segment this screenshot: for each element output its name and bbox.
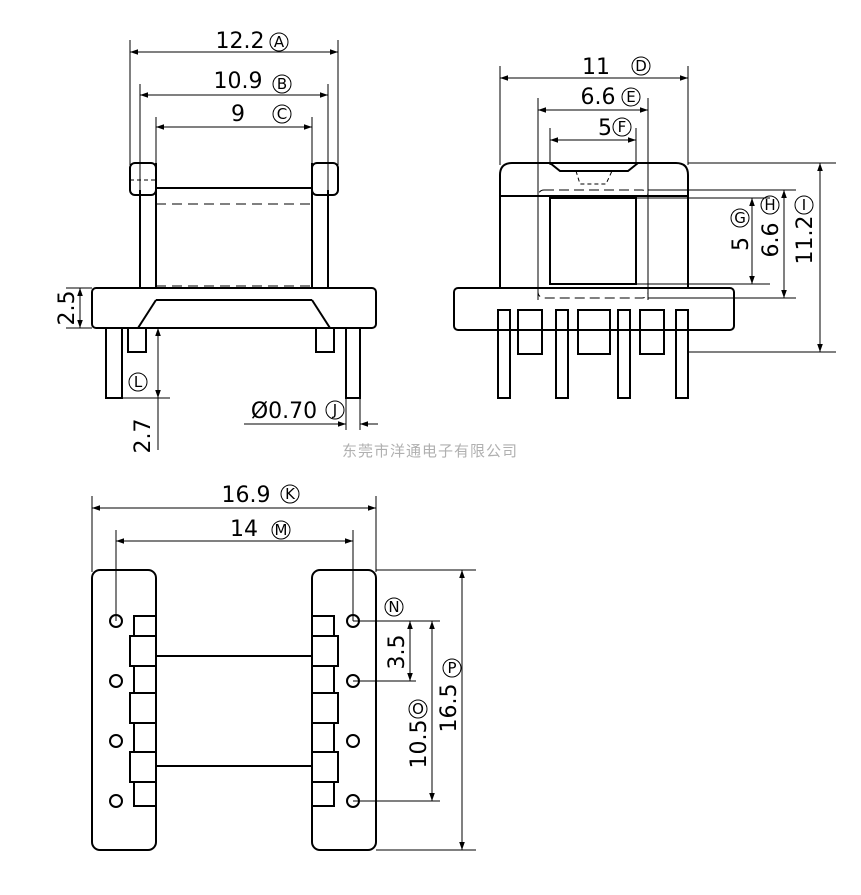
dim-D-value: 11 [582, 55, 610, 80]
dim-K: 16.9 K [91, 483, 377, 572]
dim-F-letter: F [618, 118, 627, 136]
dim-G-value: 5 [729, 237, 754, 251]
dim-G: G 5 [636, 197, 770, 285]
dim-E-value: 6.6 [581, 85, 616, 110]
dim-J: Ø0.70 J [244, 398, 378, 430]
dim-C-letter: C [277, 105, 287, 123]
dim-F-value: 5 [598, 116, 612, 141]
dim-J-letter: J [332, 401, 337, 419]
dim-C: 9 C [155, 102, 313, 165]
dim-D-letter: D [635, 57, 647, 75]
dim-H-value: 6.6 [759, 223, 784, 258]
dim-K-value: 16.9 [222, 483, 271, 508]
dim-L-value: 2.7 [131, 419, 156, 454]
bottom-view [91, 569, 377, 851]
dim-B-value: 10.9 [214, 69, 263, 94]
dim-I-value: 11.2 [793, 216, 818, 265]
side-view [453, 162, 735, 399]
dim-A: 12.2 A [129, 29, 339, 165]
dim-B-letter: B [277, 75, 287, 93]
dim-H: H 6.6 [648, 189, 796, 299]
dim-K-letter: K [285, 485, 296, 503]
dim-E-letter: E [626, 88, 635, 106]
dim-I: I 11.2 [688, 162, 836, 353]
dim-B: 10.9 B [139, 69, 329, 190]
dim-pitch: 3.5 [353, 620, 416, 682]
dim-E: 6.6 E [537, 85, 649, 300]
front-view [91, 162, 377, 399]
dim-N-letter: N [388, 598, 399, 616]
dim-base-height-value: 2.5 [55, 291, 80, 326]
dim-I-letter: I [802, 196, 806, 214]
dim-P-value: 16.5 [437, 684, 462, 733]
dim-P: P 16.5 [376, 569, 476, 851]
company-watermark: 东莞市洋通电子有限公司 [342, 442, 518, 460]
dim-L: L 2.7 [122, 327, 170, 454]
dim-O-letter: O [412, 700, 424, 718]
dim-pitch-value: 3.5 [385, 635, 410, 670]
dim-H-letter: H [764, 196, 775, 214]
dim-C-value: 9 [231, 102, 245, 127]
dim-P-letter: P [447, 659, 456, 677]
dim-D: 11 D [499, 55, 689, 165]
dim-N: N [384, 597, 404, 617]
dim-J-value: Ø0.70 [251, 399, 317, 424]
dim-F: 5 F [549, 116, 637, 165]
dim-A-value: 12.2 [216, 29, 265, 54]
dim-M: 14 M [115, 517, 354, 621]
dim-M-value: 14 [230, 517, 258, 542]
dim-L-letter: L [134, 373, 143, 391]
dim-base-height: 2.5 [55, 287, 92, 329]
dim-A-letter: A [274, 33, 285, 51]
dim-O-value: 10.5 [407, 720, 432, 769]
dim-M-letter: M [275, 521, 288, 539]
dim-O: O 10.5 [353, 620, 440, 802]
dim-G-letter: G [734, 209, 746, 227]
